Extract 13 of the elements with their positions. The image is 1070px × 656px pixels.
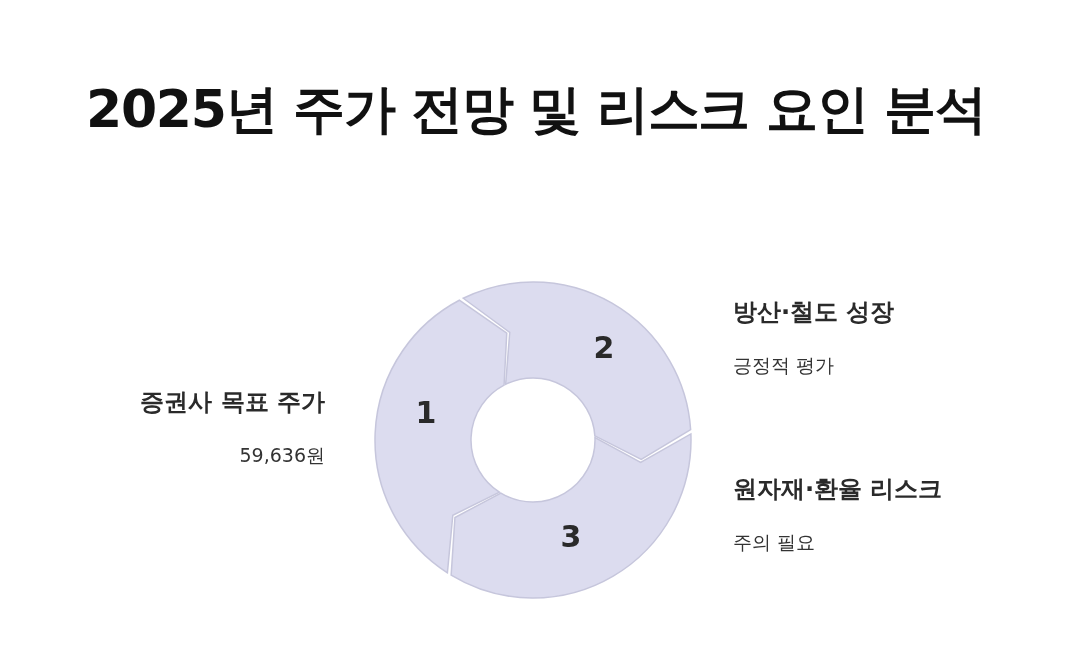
title: 2025년 주가 전망 및 리스크 요인 분석 [86,78,986,141]
segment-note: 주의 필요 [733,530,816,555]
ring-segment [462,281,692,461]
ring-segment [450,433,692,599]
segment-note: 59,636원 [239,443,325,468]
segment-number: 1 [415,396,437,430]
segment-heading: 증권사 목표 주가 [140,387,325,418]
segment-heading: 원자재·환율 리스크 [733,474,943,505]
ring-segment [374,299,508,574]
segment-heading: 방산·철도 성장 [733,297,895,328]
segment-note: 긍정적 평가 [733,353,835,378]
segment-number: 2 [593,331,615,365]
segment-number: 3 [560,520,582,554]
